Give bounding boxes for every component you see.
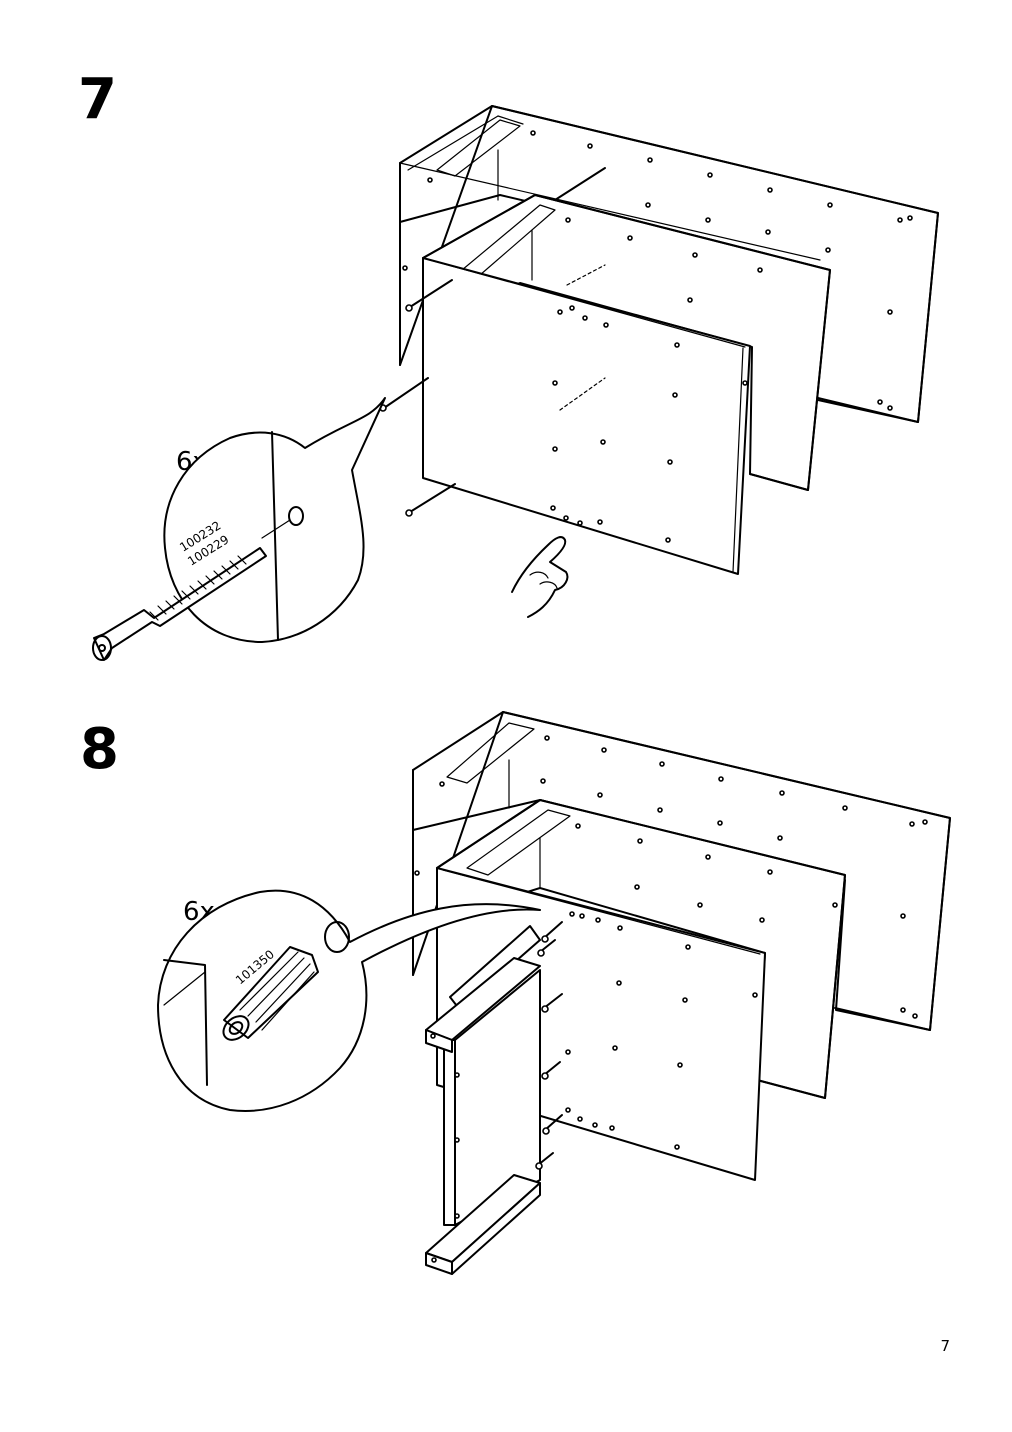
step-8-number: 8 [80,717,119,782]
push-hand-icon [511,536,569,618]
wooden-dowel-icon [535,921,563,1170]
step-7-number: 7 [78,67,117,132]
step-8-detail-callout: 101350 [157,889,541,1112]
panel-holes [414,735,928,1263]
step-7-illustration: 100232 100229 [92,105,939,661]
wooden-dowel-icon [222,946,319,1041]
front-panel [422,257,751,575]
screw-icon [92,547,267,661]
panel-holes [402,130,913,543]
step-7-detail-callout: 100232 100229 [92,397,386,661]
page-number: 7 [940,1337,950,1355]
frame-side-piece [425,925,541,1275]
